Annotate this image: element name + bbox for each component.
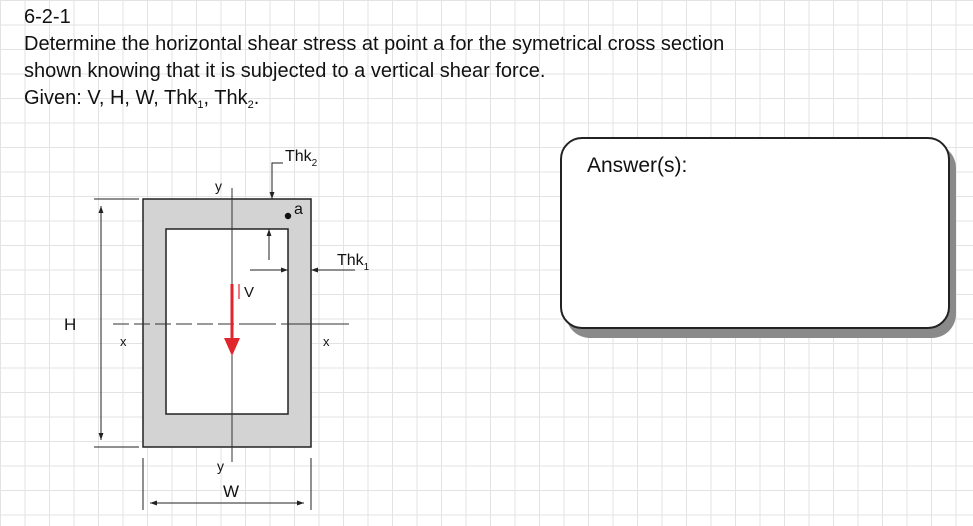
given-line: Given: V, H, W, Thk1, Thk2. [24,87,260,111]
problem-line-2: shown knowing that it is subjected to a … [24,60,546,82]
section-inner [165,228,289,415]
problem-number: 6-2-1 [24,6,71,28]
problem-line-1: Determine the horizontal shear stress at… [24,33,725,55]
answer-box[interactable]: Answer(s): [560,137,950,329]
label-h: H [64,315,76,334]
label-w: W [223,482,239,501]
label-y-top: y [215,178,222,194]
point-a [284,212,292,220]
label-x-right: x [323,334,330,349]
label-thk1: Thk1 [337,252,370,273]
label-y-bottom: y [217,458,224,474]
problem-statement: 6-2-1 Determine the horizontal shear str… [24,4,724,112]
answer-label: Answer(s): [587,154,688,177]
shear-arrow [224,284,240,356]
label-x-left: x [120,334,127,349]
cross-section-figure: Thk2 Thk1 a y y x x V H W [64,148,370,510]
label-v: V [244,284,254,301]
label-thk2: Thk2 [285,148,318,169]
label-a: a [294,201,303,218]
thk2-leader [269,162,283,199]
